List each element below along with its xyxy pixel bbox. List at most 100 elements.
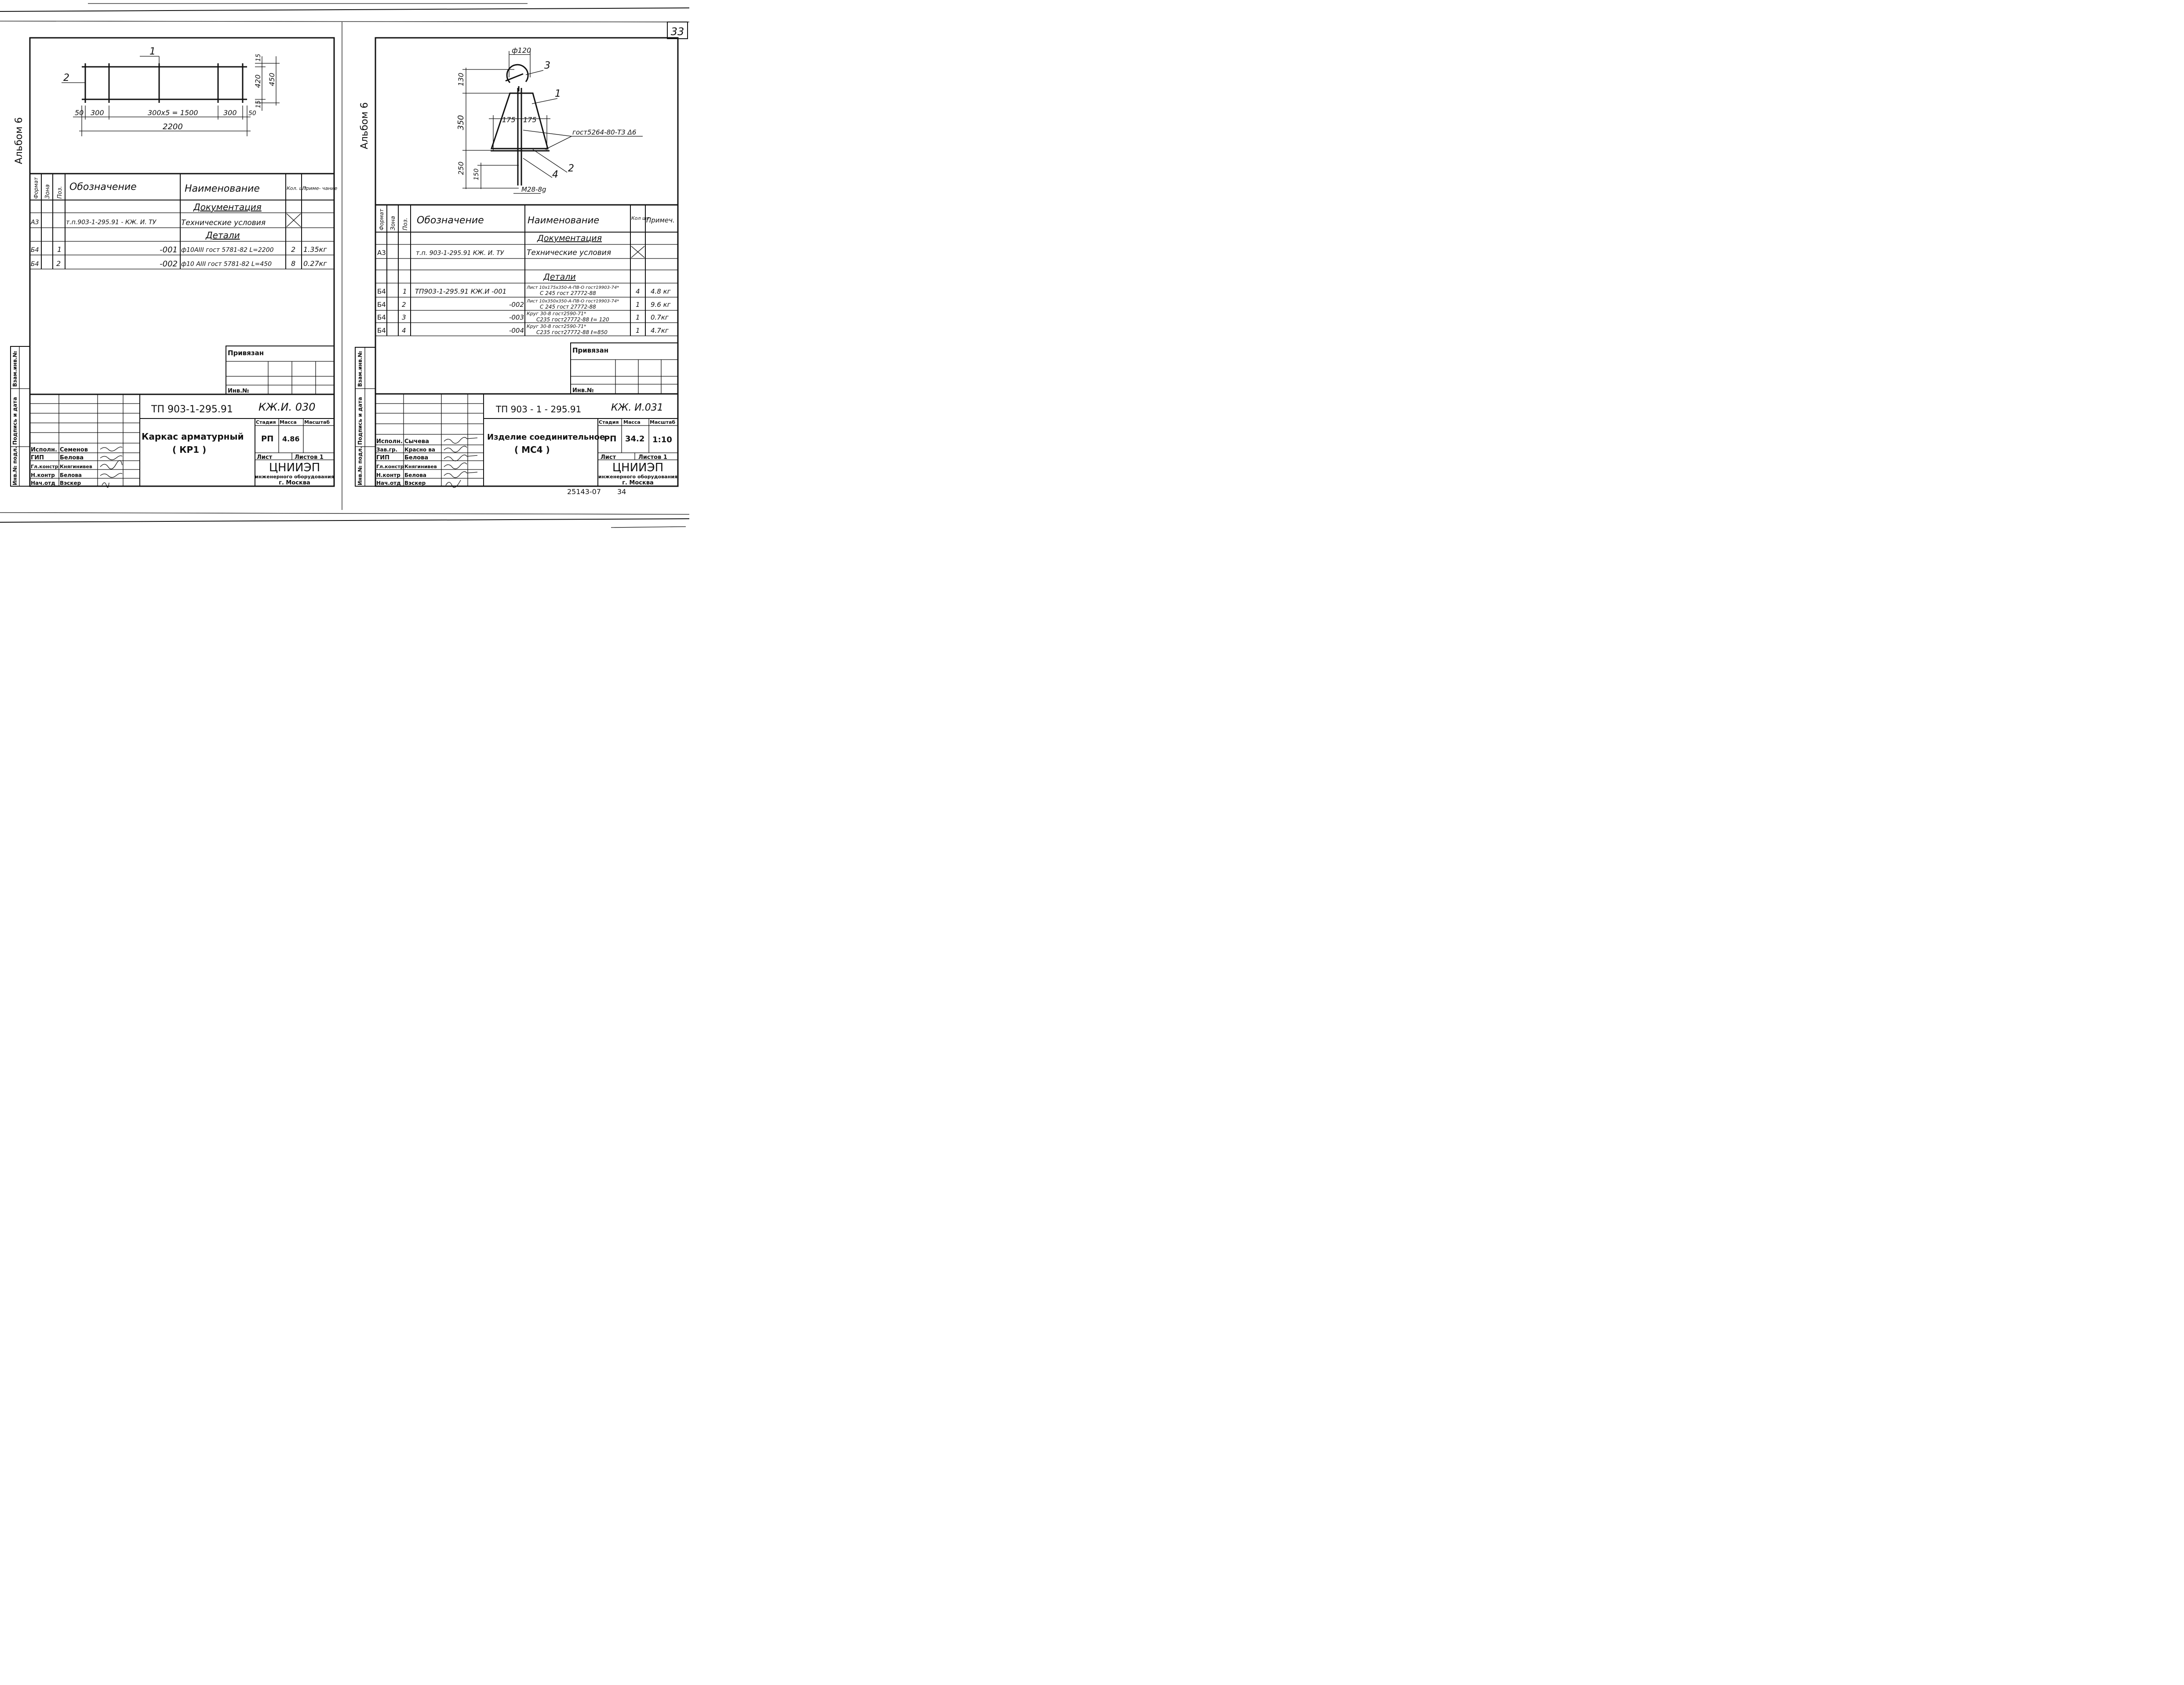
left-side-inv-podl: Инв.№ подл.	[12, 446, 18, 485]
right-dim-175a: 175	[502, 116, 516, 124]
right-mass-value: 34.2	[625, 434, 644, 444]
left-sheets-header: Листов 1	[295, 454, 324, 461]
left-staff-name-2: Белова	[60, 455, 84, 461]
left-org-name: ЦНИИЭП	[269, 461, 320, 474]
right-staff-role-3: ГИП	[376, 455, 389, 461]
footer-code: 25143-07	[567, 488, 601, 496]
right-privyazan-box: Привязан Инв.№	[570, 342, 678, 394]
right-dim-120: ф120	[512, 46, 531, 55]
left-row2-format: Б4	[31, 247, 39, 254]
right-inv: Инв.№	[572, 387, 594, 394]
left-mass-value: 4.86	[282, 435, 299, 443]
right-row5-name-bot: С235 гост27772-88 ℓ=850	[536, 329, 608, 335]
left-staff-name-4: Белова	[60, 472, 82, 478]
right-row4-name-top: Круг 30-8 гост2590-71*	[527, 311, 586, 317]
right-row3-name-bot: С 245 гост 27772-88	[540, 304, 596, 310]
right-row5-designation: -004	[509, 327, 524, 335]
right-row4-note: 0.7кг	[651, 313, 669, 321]
left-org-city: г. Москва	[279, 480, 310, 486]
right-sheet-header: Лист	[601, 454, 616, 461]
left-pos1-label: 1	[149, 46, 156, 57]
left-privyazan-box: Привязан Инв.№	[226, 346, 335, 395]
drawing-sheet: 33 Альбом 6 1 2	[0, 3, 689, 528]
left-row2-pos: 1	[57, 245, 62, 254]
left-col-designation: Обозначение	[69, 182, 137, 193]
left-row3-format: Б4	[31, 261, 39, 268]
left-side-strip: Взам.инв.№ Подпись и дата Инв.№ подл.	[10, 346, 30, 487]
right-staff-name-2: Красно ва	[404, 447, 435, 453]
right-section-docs: Документация	[537, 233, 602, 243]
right-dim-250: 250	[457, 161, 465, 175]
right-row5-format: Б4	[377, 327, 386, 335]
right-dim-130: 130	[457, 73, 465, 86]
left-sheet-header: Лист	[257, 454, 273, 461]
left-row3-designation: -002	[160, 259, 178, 269]
right-staff-role-5: Н.контр	[376, 472, 400, 478]
right-row4-format: Б4	[377, 313, 386, 321]
left-pos2-label: 2	[63, 73, 69, 84]
left-row2-note: 1.35кг	[303, 245, 327, 254]
left-dim-mid: 300х5 = 1500	[148, 109, 198, 117]
left-stage-header: Стадия	[256, 419, 276, 425]
left-project-code: ТП 903-1-295.91	[151, 404, 233, 415]
left-col-note: Приме- чание	[302, 186, 338, 191]
right-row5-name-top: Круг 30-8 гост2590-71*	[527, 324, 586, 329]
right-item-name-1: Изделие соединительное	[487, 433, 605, 442]
right-row1-format: А3	[377, 249, 386, 257]
right-doc-code: КЖ. И.031	[611, 402, 663, 413]
sheet-number: 33	[671, 25, 684, 38]
right-row3-note: 9.6 кг	[651, 301, 671, 309]
right-row5-pos: 4	[402, 327, 406, 335]
right-row3-designation: -002	[509, 301, 524, 309]
left-staff-role-1: Исполн.	[31, 447, 57, 453]
left-dim-420: 420	[254, 74, 262, 88]
left-staff-role-5: Нач.отд	[31, 480, 55, 486]
right-row5-qty: 1	[636, 327, 640, 335]
left-dim-15b: 15	[255, 100, 262, 108]
right-pos4-label: 4	[552, 169, 558, 180]
right-privyazan: Привязан	[572, 346, 608, 354]
right-pos2-label: 2	[568, 163, 574, 174]
left-dim-50a: 50	[75, 109, 84, 117]
right-row4-name-bot: С235 гост27772-88 ℓ= 120	[536, 317, 609, 323]
scan-edges	[0, 3, 689, 528]
left-row1-designation: т.п.903-1-295.91 - КЖ. И. ТУ	[66, 219, 157, 226]
left-dim-50b: 50	[248, 110, 256, 117]
right-sheets-header: Листов 1	[638, 454, 667, 461]
right-staff-name-1: Сычева	[404, 438, 429, 445]
left-item-name-2: ( КР1 )	[172, 444, 206, 455]
left-row1-format: А3	[30, 219, 39, 226]
right-col-pos: Поз.	[402, 218, 409, 230]
right-col-note: Примеч.	[646, 216, 675, 224]
right-col-zone: Зона	[390, 216, 397, 230]
right-connector-drawing: ф120 3 1 130 350 250 150 175 175	[456, 46, 643, 194]
left-dim-300a: 300	[91, 109, 104, 117]
left-section-docs: Документация	[193, 202, 262, 212]
right-scale-header: Масштаб	[650, 419, 675, 425]
right-staff-role-4: Гл.констр	[376, 464, 404, 469]
right-sheet: Альбом 6 ф120 3 1	[355, 37, 679, 488]
right-staff-name-6: Вэскер	[404, 480, 426, 486]
sheet-number-box: 33	[667, 22, 688, 39]
right-thread-label: М28-8g	[521, 186, 546, 193]
right-staff-name-4: Княгинивев	[404, 464, 437, 469]
left-col-pos: Поз.	[57, 186, 63, 199]
left-dim-total: 2200	[163, 122, 183, 131]
right-col-name: Наименование	[528, 215, 599, 226]
right-org-name: ЦНИИЭП	[612, 461, 663, 474]
left-row3-qty: 8	[291, 259, 295, 268]
left-row3-pos: 2	[56, 259, 61, 268]
left-dim-300b: 300	[223, 109, 237, 117]
left-sheet: Альбом 6 1 2 50 30	[10, 37, 338, 488]
right-item-name-2: ( МС4 )	[514, 444, 550, 455]
right-pos3-label: 3	[544, 60, 550, 71]
right-row2-format: Б4	[377, 288, 386, 295]
right-weld-gost: гост5264-80-Т3 Δ6	[572, 128, 636, 136]
right-album-label: Альбом 6	[359, 102, 370, 149]
right-col-format: Формат	[379, 208, 385, 230]
right-col-qty: Кол шт	[631, 215, 650, 221]
right-row2-note: 4.8 кг	[651, 288, 671, 295]
right-title-block: Исполн. Сычева Зав.гр. Красно ва ГИП Бел…	[375, 393, 678, 488]
right-row2-designation: ТП903-1-295.91 КЖ.И -001	[415, 288, 506, 295]
right-row3-qty: 1	[636, 301, 640, 309]
